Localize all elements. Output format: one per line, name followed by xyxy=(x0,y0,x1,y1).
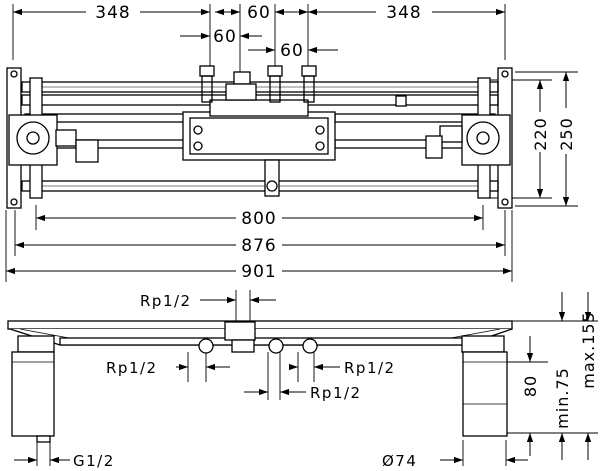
dim-center-top: 60 xyxy=(247,3,271,23)
dim-left-half: 348 xyxy=(95,3,130,23)
central-body xyxy=(182,65,407,197)
label-diameter: Ø74 xyxy=(382,452,417,470)
label-rp-right: Rp1/2 xyxy=(344,359,396,377)
label-rp-left: Rp1/2 xyxy=(106,359,158,377)
dim-outlet-right: 60 xyxy=(280,41,304,61)
dim-height-outer: 250 xyxy=(557,117,576,151)
side-view xyxy=(7,290,598,466)
dim-length-inner: 800 xyxy=(241,209,276,229)
top-view xyxy=(5,4,578,282)
length-dimensions xyxy=(6,214,512,275)
side-dimensions xyxy=(14,292,592,464)
side-extension-lines xyxy=(36,290,598,466)
side-frame xyxy=(7,320,513,354)
label-rp-bottom: Rp1/2 xyxy=(310,384,362,402)
dim-min-height: min.75 xyxy=(553,367,572,429)
label-g-thread: G1/2 xyxy=(73,452,115,470)
vertical-dimensions xyxy=(536,72,570,206)
dim-length-mid: 876 xyxy=(241,236,276,256)
dim-right-half: 348 xyxy=(386,3,421,23)
left-foot xyxy=(11,351,55,443)
right-valve-body xyxy=(425,114,511,166)
right-foot xyxy=(462,351,508,437)
dim-foot-height: 80 xyxy=(521,375,540,397)
dim-outlet-left: 60 xyxy=(213,27,237,47)
dim-max-height: max.155 xyxy=(579,311,598,388)
top-dimensions xyxy=(13,8,505,54)
dim-height-inner: 220 xyxy=(531,117,550,151)
dim-length-total: 901 xyxy=(241,262,276,282)
label-rp-top: Rp1/2 xyxy=(140,292,192,310)
left-valve-body xyxy=(8,114,99,166)
